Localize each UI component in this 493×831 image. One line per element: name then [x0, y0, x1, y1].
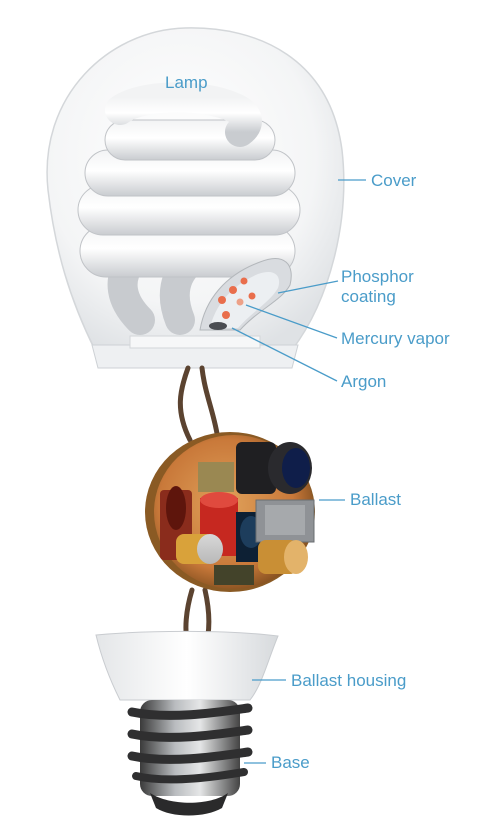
ballast-housing: [95, 630, 279, 701]
label-ballast-housing: Ballast housing: [291, 671, 407, 690]
label-base: Base: [271, 753, 310, 772]
tube-cutaway: [199, 258, 292, 331]
label-mercury-vapor: Mercury vapor: [341, 329, 450, 348]
label-argon: Argon: [341, 372, 387, 391]
label-cover: Cover: [371, 171, 417, 190]
mercury-atom: [248, 292, 256, 300]
argon-atom: [222, 311, 230, 319]
argon-atom: [236, 298, 244, 306]
label-ballast: Ballast: [350, 490, 402, 509]
spiral-tube: [77, 82, 301, 335]
screw-base: [127, 700, 253, 816]
label-phosphor-coating: Phosphor coating: [341, 267, 414, 306]
mercury-atom: [240, 277, 248, 285]
label-lamp: Lamp: [165, 73, 208, 92]
ballast-board: [145, 432, 315, 592]
mercury-atom: [218, 296, 226, 304]
electrode: [209, 322, 227, 330]
leader-lines: [231, 179, 366, 764]
mercury-atom: [229, 286, 237, 294]
